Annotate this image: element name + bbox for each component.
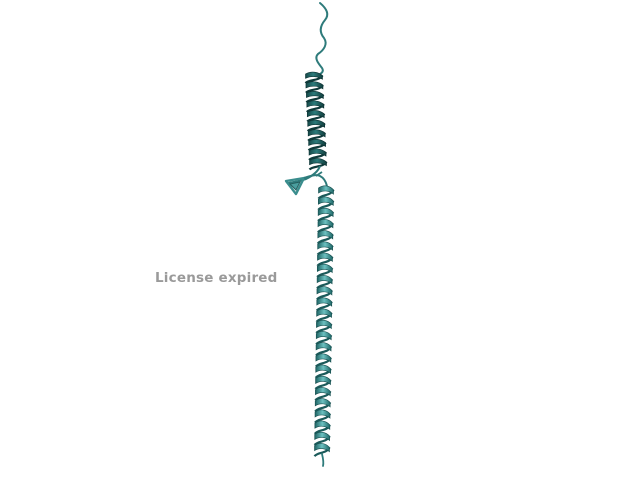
helix-turn	[314, 398, 331, 408]
helix-turn	[316, 275, 333, 285]
helix-turn	[318, 196, 334, 207]
helix-turn	[315, 331, 332, 341]
helix-turn	[315, 375, 331, 386]
helix-turn	[315, 364, 332, 375]
upper-helix	[304, 71, 328, 171]
helix-turn	[318, 185, 334, 195]
helix-turn	[317, 207, 334, 218]
helix-turn	[316, 308, 332, 319]
helix-turn	[306, 90, 324, 100]
helix-turn	[314, 420, 331, 431]
helix-turn	[306, 100, 325, 109]
helix-turn	[307, 119, 326, 128]
n-terminal-coil	[315, 2, 329, 75]
helix-turn	[315, 353, 332, 363]
helix-turn	[316, 263, 333, 274]
helix-turn	[316, 319, 332, 330]
helix-turn	[308, 138, 326, 148]
helix-turn	[317, 230, 334, 240]
license-expired-watermark: License expired	[155, 270, 278, 286]
helix-turn	[317, 252, 333, 263]
helix-turn	[308, 148, 327, 157]
helix-turn	[307, 129, 326, 138]
helix-turn	[314, 431, 330, 442]
helix-turn	[305, 71, 323, 80]
helix-turn	[315, 342, 332, 352]
helix-turn	[309, 158, 327, 167]
lower-helix	[313, 185, 335, 458]
c-terminal-coil	[321, 453, 325, 467]
helix-turn	[317, 241, 333, 251]
helix-turn	[316, 297, 333, 307]
helix-turn	[316, 286, 333, 296]
helix-turn	[314, 443, 330, 453]
helix-turn	[314, 409, 331, 419]
helix-turn	[306, 110, 325, 119]
helix-turn	[305, 81, 324, 90]
beta-hairpin-loop	[284, 165, 328, 196]
helix-turn	[315, 387, 331, 397]
helix-turn	[317, 219, 334, 229]
